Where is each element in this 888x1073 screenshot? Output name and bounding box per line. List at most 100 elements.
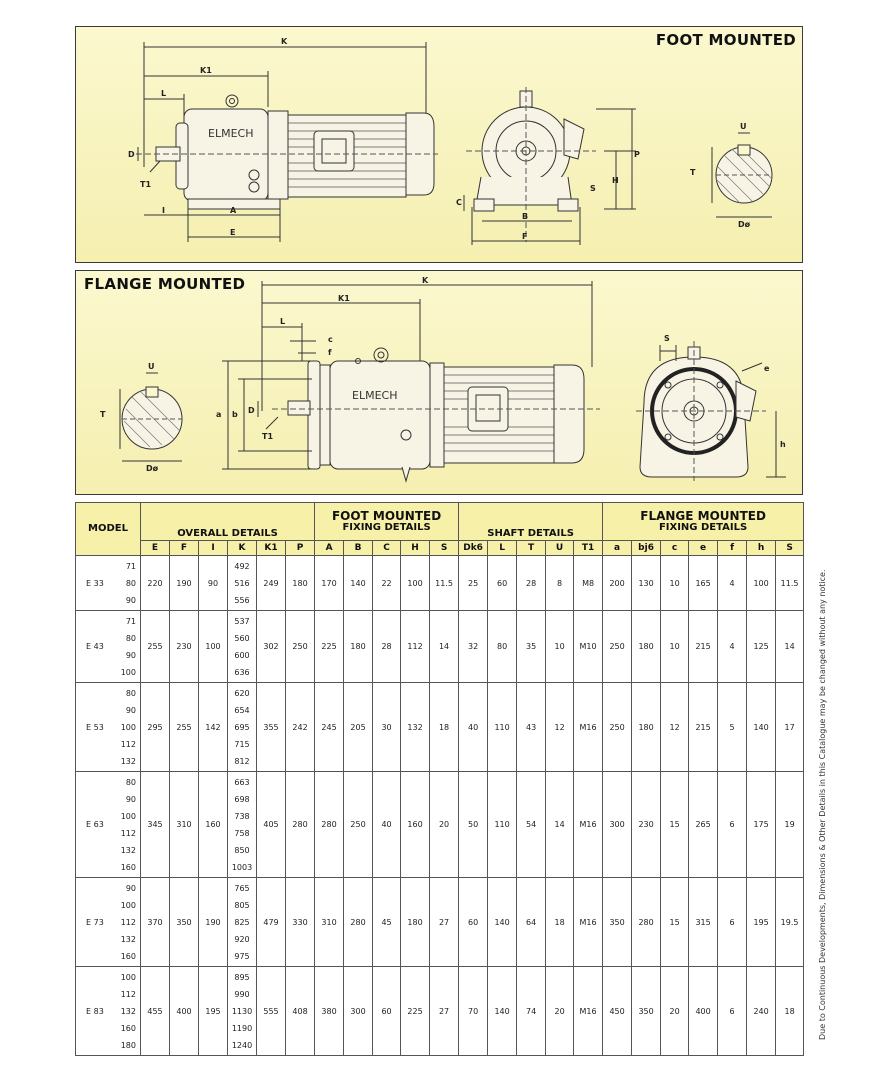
cell-p: 250 — [284, 610, 316, 683]
frame-size: 160 — [120, 951, 136, 961]
k-value: 920 — [234, 934, 250, 944]
overall-details-header: OVERALL DETAILS — [139, 502, 316, 541]
column-header: F — [169, 540, 199, 556]
cell-h: 180 — [400, 877, 431, 967]
cell-e: 255 — [140, 610, 170, 683]
frame-size: 100 — [120, 972, 136, 982]
k-value: 895 — [234, 972, 250, 982]
cell-k1: 249 — [256, 555, 286, 611]
cell-e: 315 — [688, 877, 719, 967]
flange-mounted-drawing-panel: FLANGE MOUNTED — [75, 270, 803, 495]
k-value: 1130 — [231, 1006, 253, 1016]
k-value: 825 — [234, 917, 250, 927]
cell-b: 300 — [343, 966, 374, 1056]
dim-label: L — [161, 89, 166, 98]
cell-h: 195 — [746, 877, 777, 967]
cell-b: 280 — [343, 877, 374, 967]
cell-s2: 11.5 — [775, 555, 805, 611]
dim-label: E — [230, 228, 235, 237]
dim-label: L — [280, 317, 285, 326]
cell-c: 12 — [660, 682, 690, 772]
dim-label: K — [281, 37, 288, 46]
cell-u: 12 — [545, 682, 575, 772]
k-value: 654 — [234, 705, 250, 715]
k-value: 765 — [234, 883, 250, 893]
cell-h: 112 — [400, 610, 431, 683]
cell-i: 195 — [198, 966, 228, 1056]
foot-mounted-title: FOOT MOUNTED — [655, 31, 796, 49]
k-value: 1190 — [231, 1023, 253, 1033]
flange-brand-label: ELMECH — [352, 389, 397, 402]
dim-label: T — [690, 168, 696, 177]
foot-fixing-label-2: FIXING DETAILS — [342, 521, 431, 533]
cell-k1: 555 — [256, 966, 286, 1056]
cell-k1: 355 — [256, 682, 286, 772]
cell-i: 160 — [198, 771, 228, 878]
dim-label: e — [764, 364, 770, 373]
cell-e: 295 — [140, 682, 170, 772]
frame-size: 71 — [125, 616, 136, 626]
k-value: 805 — [234, 900, 250, 910]
dim-label: T — [100, 410, 106, 419]
dim-label: T1 — [262, 432, 273, 441]
cell-a: 450 — [602, 966, 633, 1056]
cell-b: 250 — [343, 771, 374, 878]
cell-a: 170 — [314, 555, 345, 611]
cell-t1: M10 — [573, 610, 604, 683]
cell-c: 10 — [660, 610, 690, 683]
cell-a: 350 — [602, 877, 633, 967]
cell-dk6: 70 — [458, 966, 489, 1056]
k-value: 695 — [234, 722, 250, 732]
dim-label: B — [522, 212, 528, 221]
model-name: E 33 — [86, 578, 104, 588]
column-header: S — [775, 540, 805, 556]
model-header: MODEL — [75, 502, 141, 556]
cell-a: 310 — [314, 877, 345, 967]
cell-s: 27 — [429, 966, 460, 1056]
k-value: 663 — [234, 777, 250, 787]
cell-l: 140 — [487, 877, 518, 967]
frame-size: 80 — [125, 633, 136, 643]
cell-t1: M16 — [573, 682, 604, 772]
cell-bj6: 180 — [631, 610, 662, 683]
column-header: P — [284, 540, 316, 556]
dim-label: Dø — [146, 464, 159, 473]
dim-label: K1 — [338, 294, 350, 303]
cell-dk6: 60 — [458, 877, 489, 967]
cell-i: 90 — [198, 555, 228, 611]
cell-c: 45 — [372, 877, 402, 967]
cell-e: 400 — [688, 966, 719, 1056]
cell-i: 142 — [198, 682, 228, 772]
cell-e: 265 — [688, 771, 719, 878]
cell-dk6: 32 — [458, 610, 489, 683]
cell-f: 4 — [717, 610, 748, 683]
cell-s2: 18 — [775, 966, 805, 1056]
column-header: e — [688, 540, 719, 556]
dim-label: P — [634, 150, 640, 159]
cell-h: 100 — [746, 555, 777, 611]
dim-label: U — [740, 122, 747, 131]
cell-p: 280 — [284, 771, 316, 878]
cell-h: 160 — [400, 771, 431, 878]
cell-t1: M8 — [573, 555, 604, 611]
cell-a: 250 — [602, 682, 633, 772]
dim-label: S — [590, 184, 596, 193]
dim-label: F — [522, 232, 527, 241]
cell-f: 4 — [717, 555, 748, 611]
dim-label: A — [230, 206, 237, 215]
cell-u: 8 — [545, 555, 575, 611]
cell-h: 225 — [400, 966, 431, 1056]
dim-label: Dø — [738, 220, 751, 229]
cell-f: 310 — [169, 771, 199, 878]
foot-brand-label: ELMECH — [208, 127, 253, 140]
cell-h: 125 — [746, 610, 777, 683]
cell-h: 100 — [400, 555, 431, 611]
cell-u: 14 — [545, 771, 575, 878]
cell-f: 400 — [169, 966, 199, 1056]
model-name: E 43 — [86, 642, 104, 651]
k-value: 537 — [234, 616, 250, 626]
